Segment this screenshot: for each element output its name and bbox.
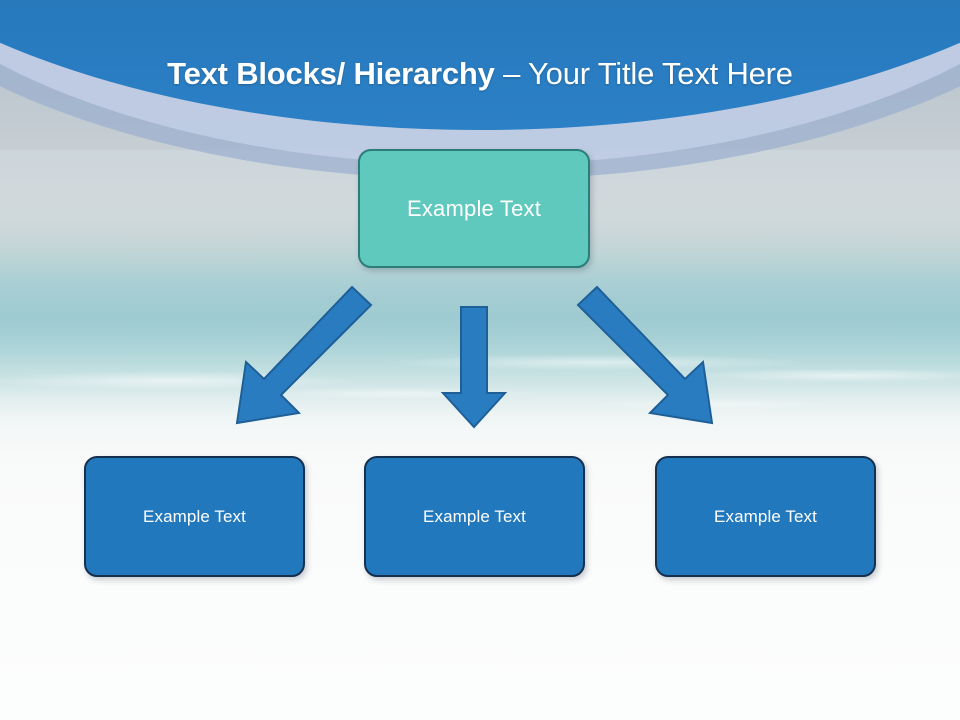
node-root-label: Example Text (406, 195, 542, 221)
node-child-1-label: Example Text (143, 506, 246, 526)
node-child-2[interactable]: Example Text (364, 456, 585, 577)
page-title-light: – Your Title Text Here (503, 56, 793, 91)
page-title: Text Blocks/ Hierarchy – Your Title Text… (0, 54, 960, 94)
node-root[interactable]: Example Text (358, 149, 590, 268)
node-child-1[interactable]: Example Text (84, 456, 305, 577)
node-child-2-label: Example Text (423, 506, 526, 526)
node-child-3[interactable]: Example Text (655, 456, 876, 577)
page-title-bold: Text Blocks/ Hierarchy (167, 56, 504, 91)
node-child-3-label: Example Text (714, 506, 817, 526)
